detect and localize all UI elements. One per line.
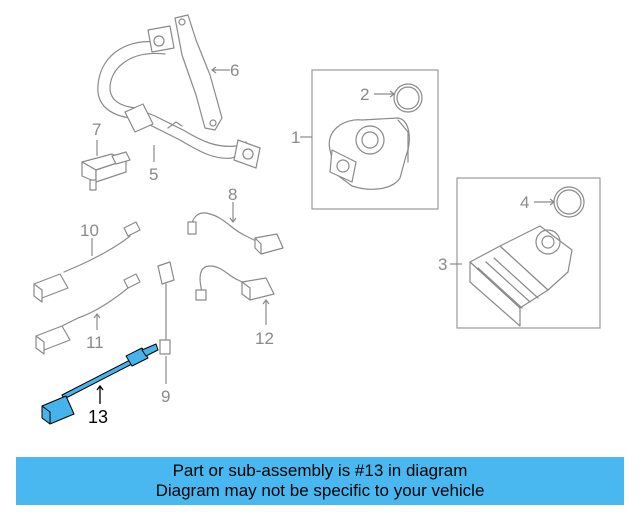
part-10-sensor[interactable] (33, 221, 141, 303)
box-part-1 (311, 69, 439, 210)
part-9-sensor[interactable] (157, 261, 175, 355)
callout-10: 10 (80, 221, 99, 240)
banner-line-2: Diagram may not be specific to your vehi… (155, 481, 485, 500)
callout-13: 13 (88, 407, 108, 427)
part-2-gasket[interactable] (393, 83, 423, 113)
part-5-pipe[interactable] (97, 25, 261, 169)
part-11-sensor[interactable] (35, 273, 141, 355)
callout-3: 3 (438, 255, 447, 274)
part-12-sensor[interactable] (195, 265, 275, 301)
callout-12: 12 (255, 329, 274, 348)
part-7-sensor[interactable] (81, 151, 131, 191)
callout-6: 6 (230, 61, 239, 80)
callout-9: 9 (161, 387, 170, 406)
callout-11: 11 (86, 333, 104, 352)
part-13-sensor[interactable] (41, 343, 159, 425)
part-8-sensor[interactable] (187, 212, 284, 255)
part-1-egr-valve[interactable] (328, 117, 410, 190)
info-banner: Part or sub-assembly is #13 in diagram D… (16, 457, 624, 505)
callout-1: 1 (291, 128, 300, 147)
callout-lines (91, 66, 555, 404)
callout-4: 4 (520, 193, 529, 212)
part-4-gasket[interactable] (553, 186, 585, 218)
callout-5: 5 (149, 165, 158, 184)
banner-line-1: Part or sub-assembly is #13 in diagram (172, 461, 468, 480)
callout-2: 2 (360, 85, 369, 104)
part-6-bracket[interactable] (174, 14, 223, 131)
box-part-3 (456, 177, 601, 329)
callout-8: 8 (228, 185, 237, 204)
part-3-egr-cooler[interactable] (469, 225, 573, 327)
callout-7: 7 (92, 120, 101, 139)
